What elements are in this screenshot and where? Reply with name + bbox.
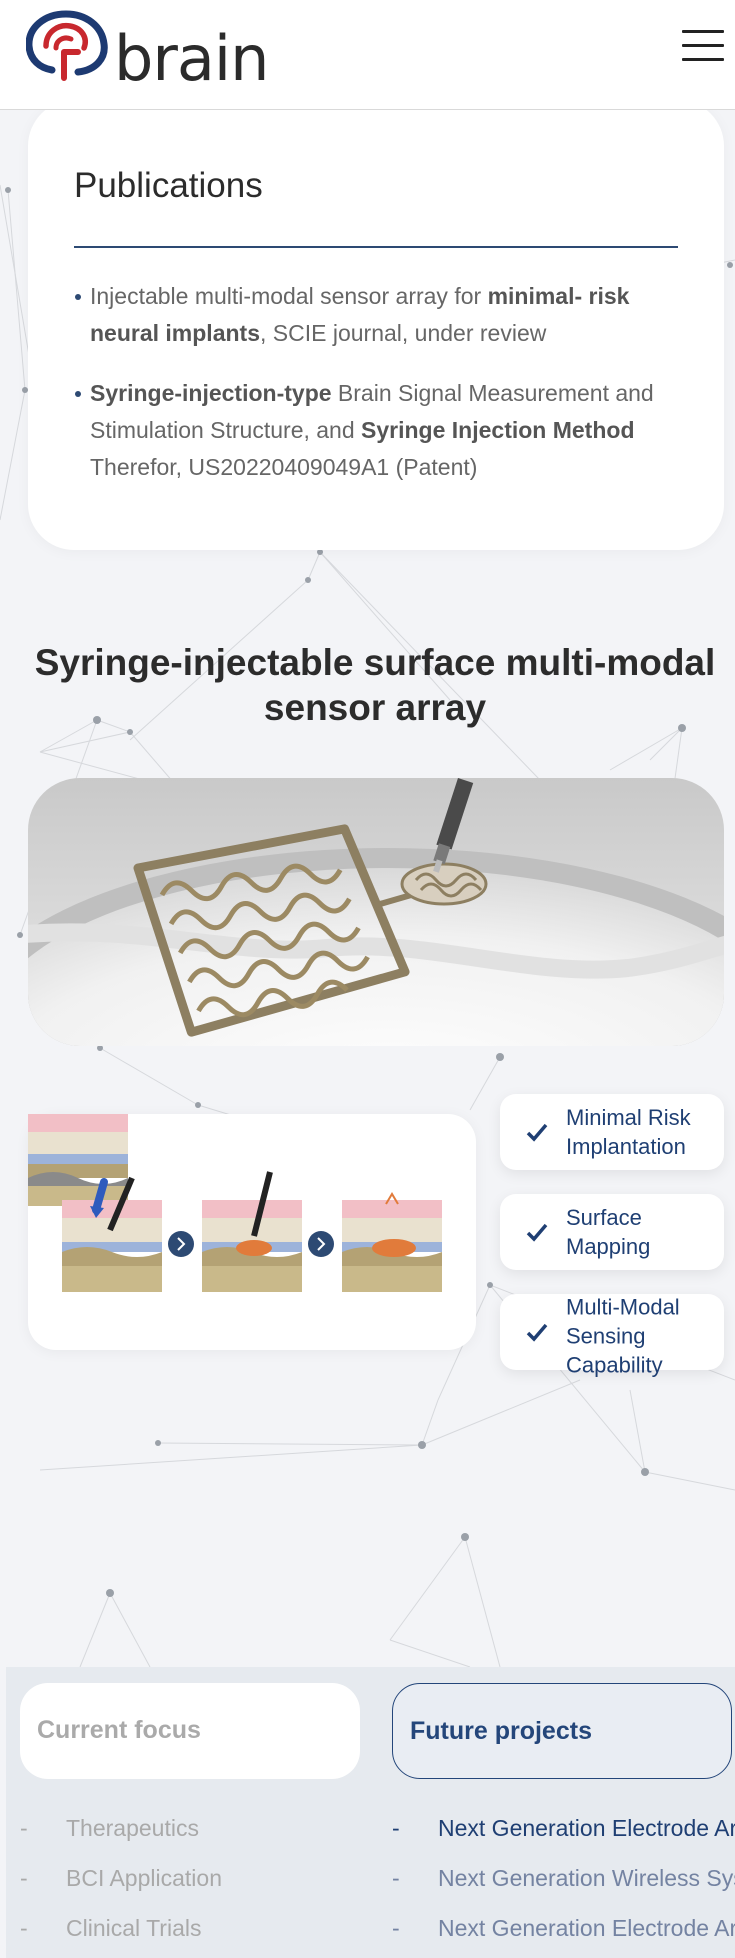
section-title: Syringe-injectable surface multi-modal s…	[34, 642, 716, 728]
projects-section: Current focus Future projects -Therapeut…	[6, 1667, 735, 1958]
injection-procedure-card	[28, 1114, 476, 1350]
current-focus-list: -Therapeutics -BCI Application -Clinical…	[20, 1803, 222, 1953]
feature-label: Surface Mapping	[566, 1205, 651, 1259]
list-item[interactable]: -Next Generation Wireless System	[392, 1865, 735, 1891]
brand-name: brain	[114, 22, 269, 95]
publication-item: Injectable multi-modal sensor array for …	[74, 278, 674, 352]
list-item[interactable]: -BCI Application	[20, 1865, 222, 1891]
tab-current-focus[interactable]: Current focus	[20, 1683, 360, 1779]
check-icon	[526, 1123, 548, 1142]
publication-item: Syringe-injection-type Brain Signal Meas…	[74, 375, 674, 486]
publications-title: Publications	[74, 166, 263, 205]
feature-label: Multi-Modal Sensing Capability	[566, 1294, 680, 1378]
feature-surface-mapping: Surface Mapping	[500, 1194, 724, 1270]
feature-minimal-risk: Minimal Risk Implantation	[500, 1094, 724, 1170]
check-icon	[526, 1223, 548, 1242]
list-item[interactable]: -Therapeutics	[20, 1815, 199, 1841]
publications-list: Injectable multi-modal sensor array for …	[74, 278, 674, 509]
brain-logo-icon	[26, 10, 108, 81]
tab-future-projects[interactable]: Future projects	[392, 1683, 732, 1779]
feature-label: Minimal Risk Implantation	[566, 1105, 691, 1159]
list-item[interactable]: -Next Generation Electrode Array	[392, 1815, 735, 1841]
sensor-array-illustration	[28, 778, 724, 1046]
future-projects-list: -Next Generation Electrode Array -Next G…	[392, 1803, 735, 1953]
publications-card: Publications Injectable multi-modal sens…	[28, 100, 724, 550]
publications-divider	[74, 246, 678, 248]
feature-multi-modal: Multi-Modal Sensing Capability	[500, 1294, 724, 1378]
list-item[interactable]: -Clinical Trials	[20, 1915, 202, 1941]
injection-steps-illustration	[28, 1114, 442, 1292]
hamburger-menu-icon[interactable]	[682, 30, 724, 64]
list-item[interactable]: -Next Generation Electrode Array	[392, 1915, 735, 1941]
site-header: brain	[0, 0, 735, 110]
brand-logo[interactable]: brain	[26, 8, 286, 93]
check-icon	[526, 1323, 548, 1342]
